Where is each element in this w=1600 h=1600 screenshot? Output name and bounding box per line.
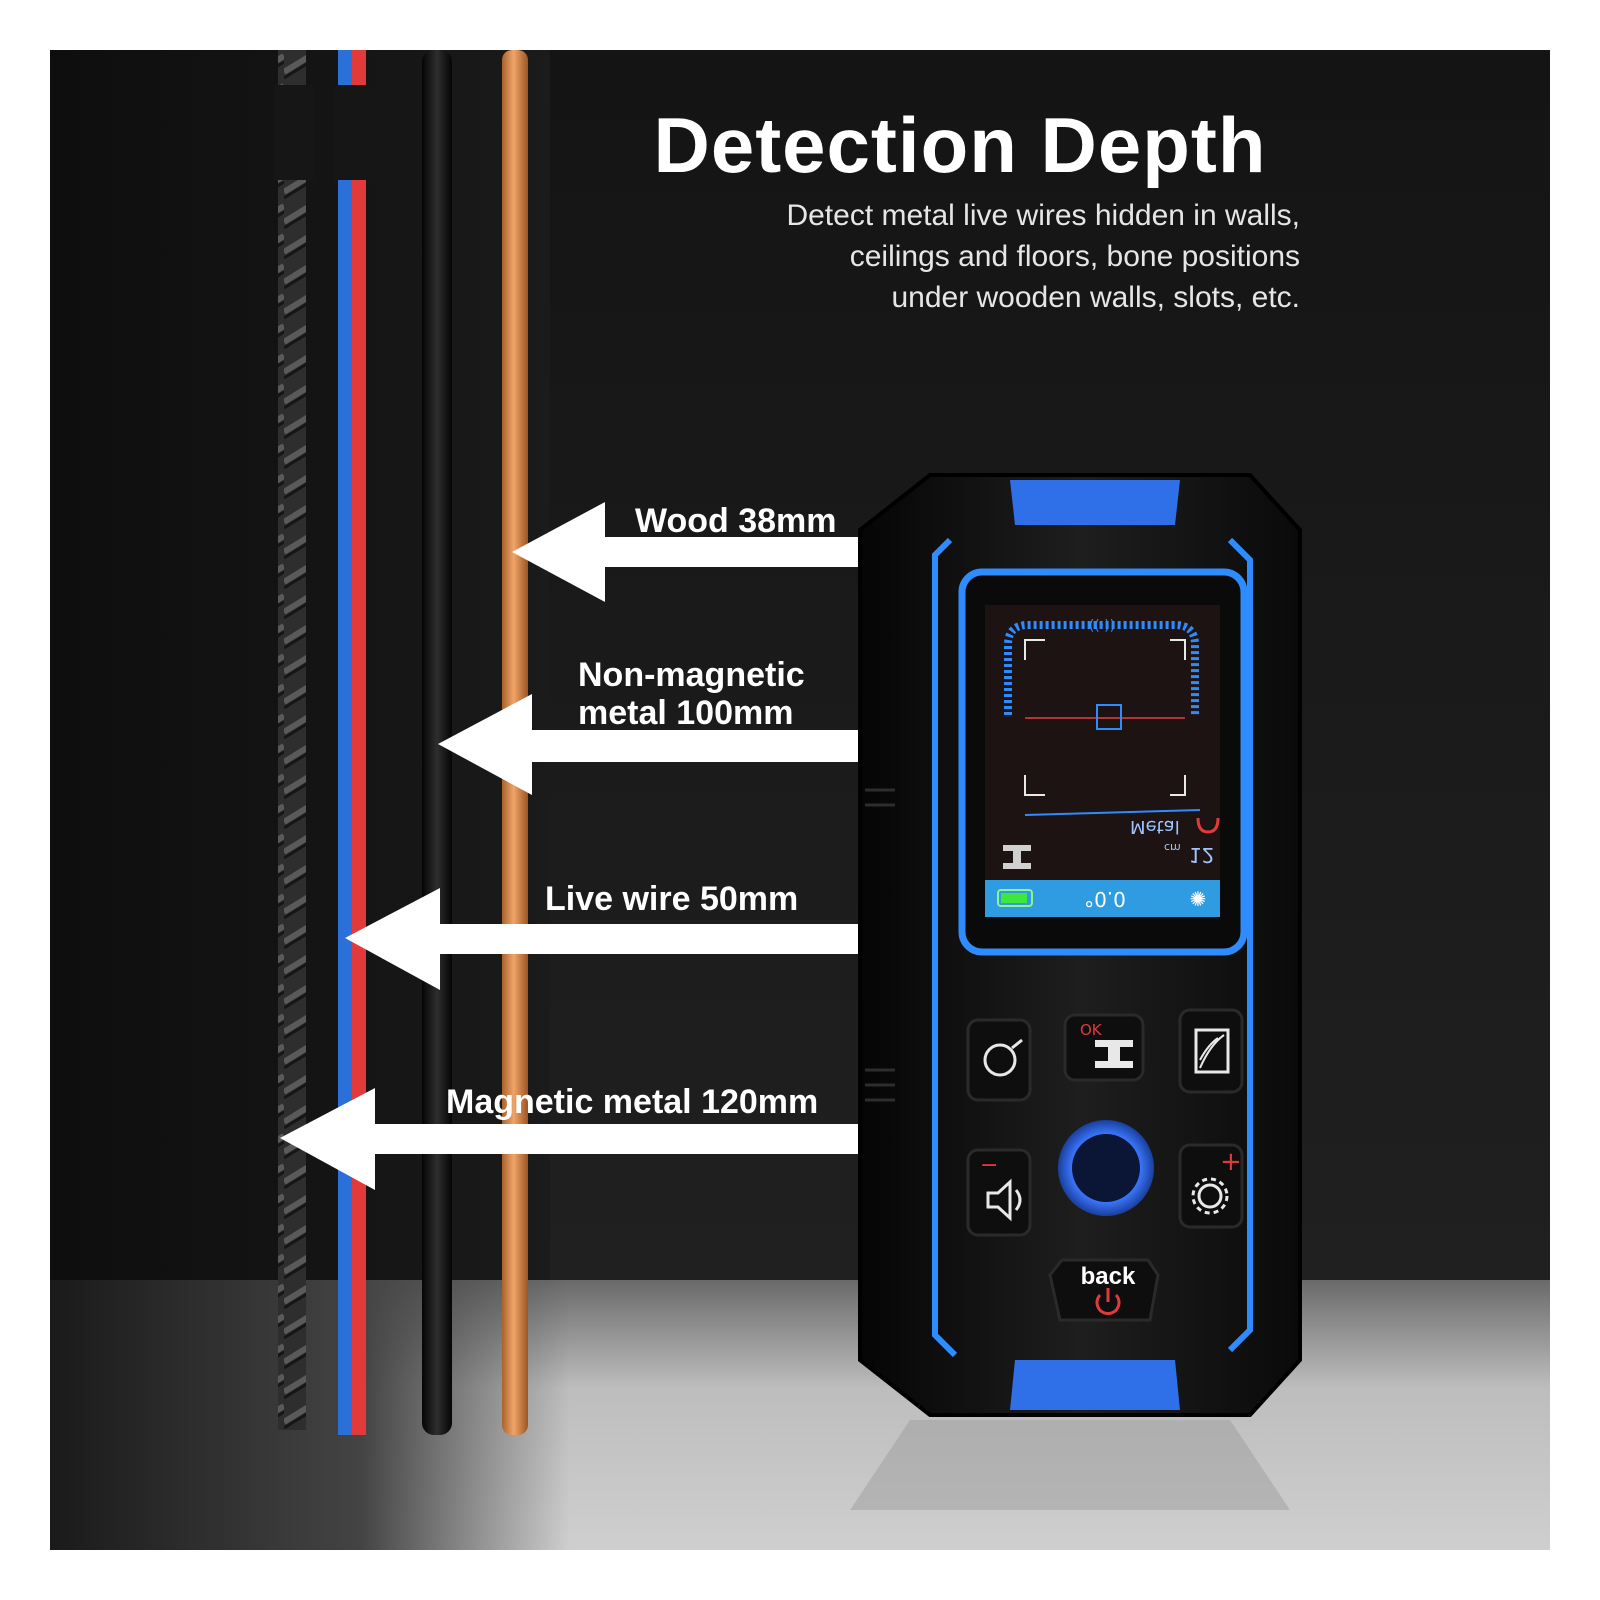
speaker-icon [986,1178,1012,1222]
lcd-mode-label: Metal [1130,816,1180,837]
lcd-reading-unit: cm [1164,841,1181,854]
subtitle-line: Detect metal live wires hidden in walls, [786,199,1300,232]
subtitle-line: under wooden walls, slots, etc. [891,281,1300,314]
volume-button[interactable]: − [966,1148,1032,1237]
black-wire [422,50,452,1435]
settings-button[interactable]: + [1178,1143,1244,1229]
bug-icon: ✺ [1190,887,1207,911]
top-bumper [1010,480,1180,525]
product-panel: Detection Depth Detect metal live wires … [50,50,1550,1550]
gear-icon [1197,1183,1223,1209]
arrow-magnetic [280,1088,870,1190]
page-title: Detection Depth [653,101,1267,189]
lcd-status-value: 0.0° [1084,887,1126,911]
label-live-wire: Live wire 50mm [545,880,799,918]
floor-shadow [50,1280,570,1550]
metal-beam-icon [1003,845,1031,869]
wood-icon [1194,1028,1230,1074]
rebar-wire [278,50,306,1430]
arrow-non-magnetic [438,694,860,795]
arrow-wood [512,502,865,602]
battery-icon [997,889,1033,907]
label-wood: Wood 38mm [635,502,837,540]
blue-wire [338,50,352,1435]
live-wire-button[interactable] [966,1018,1032,1102]
wood-mode-button[interactable] [1178,1008,1244,1094]
center-button[interactable] [1058,1120,1154,1216]
minus-label: − [980,1153,998,1178]
magnet-icon [1196,817,1220,834]
arrow-live-wire [345,888,870,990]
power-icon [1095,1288,1121,1315]
red-wire [352,50,366,1435]
live-wire-icon [983,1043,1017,1077]
ok-metal-button[interactable]: OK [1063,1013,1145,1082]
label-magnetic: Magnetic metal 120mm [446,1083,819,1121]
metal-icon [1095,1040,1133,1068]
wires-layer [274,50,870,1435]
lcd-reading-value: 12 [1189,843,1214,867]
detector-device: ((·)) 12 cm Metal 0.0° ✺ [850,473,1302,1510]
ok-label: OK [1080,1021,1103,1039]
label-non-magnetic: Non-magnetic metal 100mm [578,656,805,732]
plus-label: + [1220,1147,1242,1177]
bottom-bumper [1010,1360,1180,1410]
label-line: metal 100mm [578,694,794,732]
svg-text:((·)): ((·)) [1089,618,1115,634]
back-label: back [1081,1263,1136,1290]
back-power-button[interactable]: back [1048,1258,1160,1322]
page-subtitle: Detect metal live wires hidden in walls,… [620,195,1300,318]
center-hole-icon [1072,1134,1140,1202]
subtitle-line: ceilings and floors, bone positions [849,240,1300,273]
label-line: Non-magnetic [578,656,805,694]
